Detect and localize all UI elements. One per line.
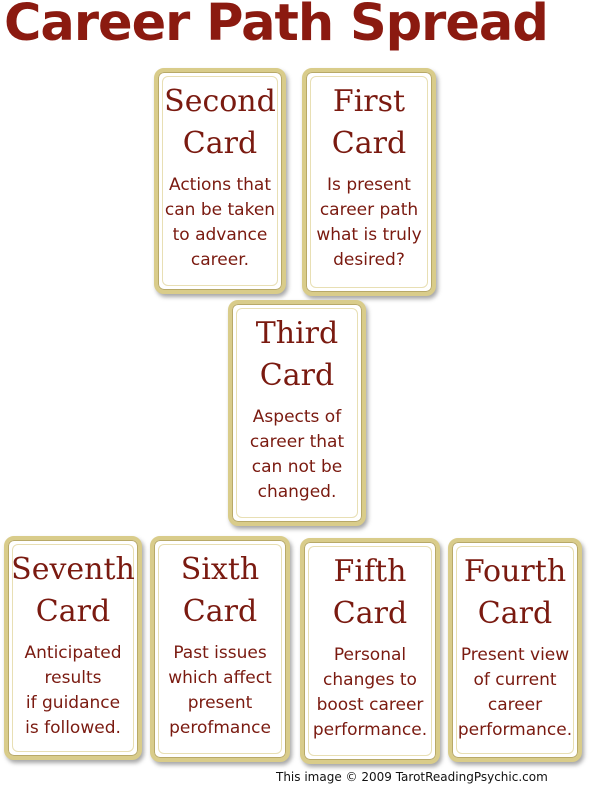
card-seventh: Seventh Card Anticipated results if guid… [4,536,142,760]
card-fifth-word: Card [332,596,408,631]
card-fifth-name: Fifth [333,554,407,589]
card-second-description: Actions that can be taken to advance car… [164,175,276,270]
card-sixth-title: Sixth Card [181,549,259,633]
card-second-title: Second Card [164,81,276,165]
card-seventh-description: Anticipated results if guidance is follo… [24,643,122,738]
card-first-name: First [332,84,406,119]
card-first-word: Card [331,126,407,161]
card-second-word: Card [182,126,258,161]
card-sixth-word: Card [182,594,258,629]
card-fifth-description: Personal changes to boost career perform… [312,645,428,740]
card-fourth-word: Card [477,596,553,631]
card-fourth-description: Present view of current career performan… [457,645,573,740]
card-third-description: Aspects of career that can not be change… [249,407,345,502]
card-third-word: Card [259,358,335,393]
card-seventh-title: Seventh Card [11,549,135,633]
card-seventh-word: Card [35,594,111,629]
copyright-notice: This image © 2009 TarotReadingPsychic.co… [276,770,548,784]
card-third-title: Third Card [256,313,338,397]
card-second: Second Card Actions that can be taken to… [154,68,286,294]
card-fourth-name: Fourth [463,554,567,589]
card-first: First Card Is present career path what i… [302,68,436,296]
card-fifth-title: Fifth Card [333,551,407,635]
card-fourth: Fourth Card Present view of current care… [448,538,582,762]
card-third: Third Card Aspects of career that can no… [228,300,366,526]
card-third-name: Third [255,316,339,351]
card-seventh-name: Seventh [11,552,135,587]
card-fifth: Fifth Card Personal changes to boost car… [300,538,440,764]
card-sixth-name: Sixth [180,552,260,587]
card-first-description: Is present career path what is truly des… [316,175,422,270]
card-sixth-description: Past issues which affect present perofma… [168,643,272,738]
card-first-title: First Card [332,81,406,165]
card-fourth-title: Fourth Card [464,551,566,635]
page-title: Career Path Spread [4,0,549,53]
card-sixth: Sixth Card Past issues which affect pres… [150,536,290,762]
card-second-name: Second [164,84,276,119]
